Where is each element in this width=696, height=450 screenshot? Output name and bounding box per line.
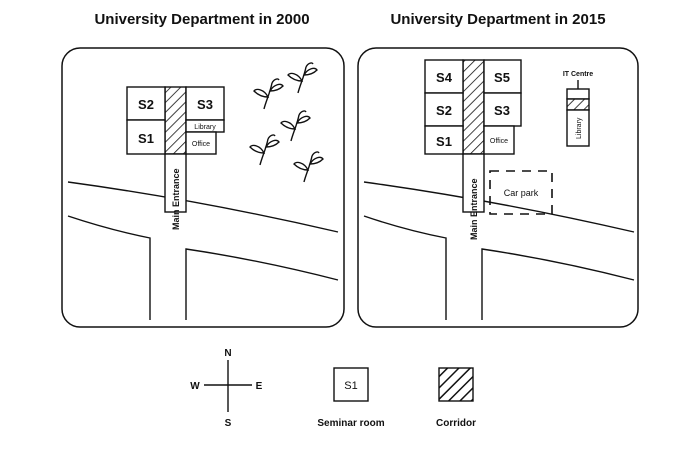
compass: N S E W <box>190 348 262 429</box>
right-it-centre: IT Centre Library <box>563 71 593 147</box>
svg-text:S1: S1 <box>138 131 154 146</box>
svg-text:Office: Office <box>490 138 508 145</box>
left-seminar-room-s2: S2 <box>126 86 166 121</box>
legend-seminar-room-label: Seminar room <box>317 418 384 429</box>
svg-text:S1: S1 <box>436 134 452 149</box>
left-trees <box>249 62 324 183</box>
tree-icon <box>293 151 324 183</box>
left-map: Main Entrance S2 S3 S1 Library Office <box>61 47 345 328</box>
right-library <box>566 109 590 147</box>
left-main-entrance-label: Main Entrance <box>171 168 181 230</box>
left-library: Library <box>185 119 225 133</box>
legend-corridor-label: Corridor <box>436 418 476 429</box>
legend-sample-label: S1 <box>344 380 357 392</box>
compass-west: W <box>190 381 200 392</box>
left-seminar-room-s3: S3 <box>185 86 225 121</box>
right-corridor <box>462 59 485 155</box>
left-seminar-room-s1: S1 <box>126 119 166 155</box>
right-office: Office <box>483 125 515 155</box>
svg-text:S2: S2 <box>138 97 154 112</box>
left-roads <box>67 181 339 320</box>
right-seminar-room-s4: S4 <box>424 59 464 94</box>
svg-text:S3: S3 <box>494 103 510 118</box>
right-library-label: Library <box>576 117 583 139</box>
svg-text:S4: S4 <box>436 70 453 85</box>
left-main-entrance <box>164 153 187 213</box>
svg-text:Office: Office <box>192 141 210 148</box>
right-seminar-room-s1: S1 <box>424 125 464 155</box>
tree-icon <box>287 62 318 94</box>
legend-seminar-room: S1 Seminar room <box>317 367 385 429</box>
compass-east: E <box>256 381 263 392</box>
svg-text:S2: S2 <box>436 103 452 118</box>
tree-icon <box>253 78 284 110</box>
svg-text:S5: S5 <box>494 70 510 85</box>
right-seminar-room-s5: S5 <box>483 59 522 94</box>
it-centre-label: IT Centre <box>563 71 593 78</box>
right-seminar-room-s2: S2 <box>424 92 464 127</box>
left-office: Office <box>185 131 217 155</box>
right-roads <box>363 181 635 320</box>
compass-north: N <box>224 348 231 359</box>
svg-text:Library: Library <box>194 124 216 131</box>
car-park-label: Car park <box>504 188 539 198</box>
right-seminar-room-s3: S3 <box>483 92 522 127</box>
right-map-title: University Department in 2015 <box>390 11 605 28</box>
legend-corridor: Corridor <box>436 367 476 429</box>
tree-icon <box>249 134 280 166</box>
left-map-title: University Department in 2000 <box>94 11 309 28</box>
left-corridor <box>164 86 187 155</box>
right-main-entrance-label: Main Entrance <box>469 178 479 240</box>
compass-south: S <box>225 418 232 429</box>
svg-text:S3: S3 <box>197 97 213 112</box>
right-main-entrance <box>462 153 485 213</box>
right-map: Main Entrance S4 S5 S2 S3 S1 Office IT <box>357 47 639 328</box>
tree-icon <box>280 110 311 142</box>
right-car-park: Car park <box>489 170 553 215</box>
